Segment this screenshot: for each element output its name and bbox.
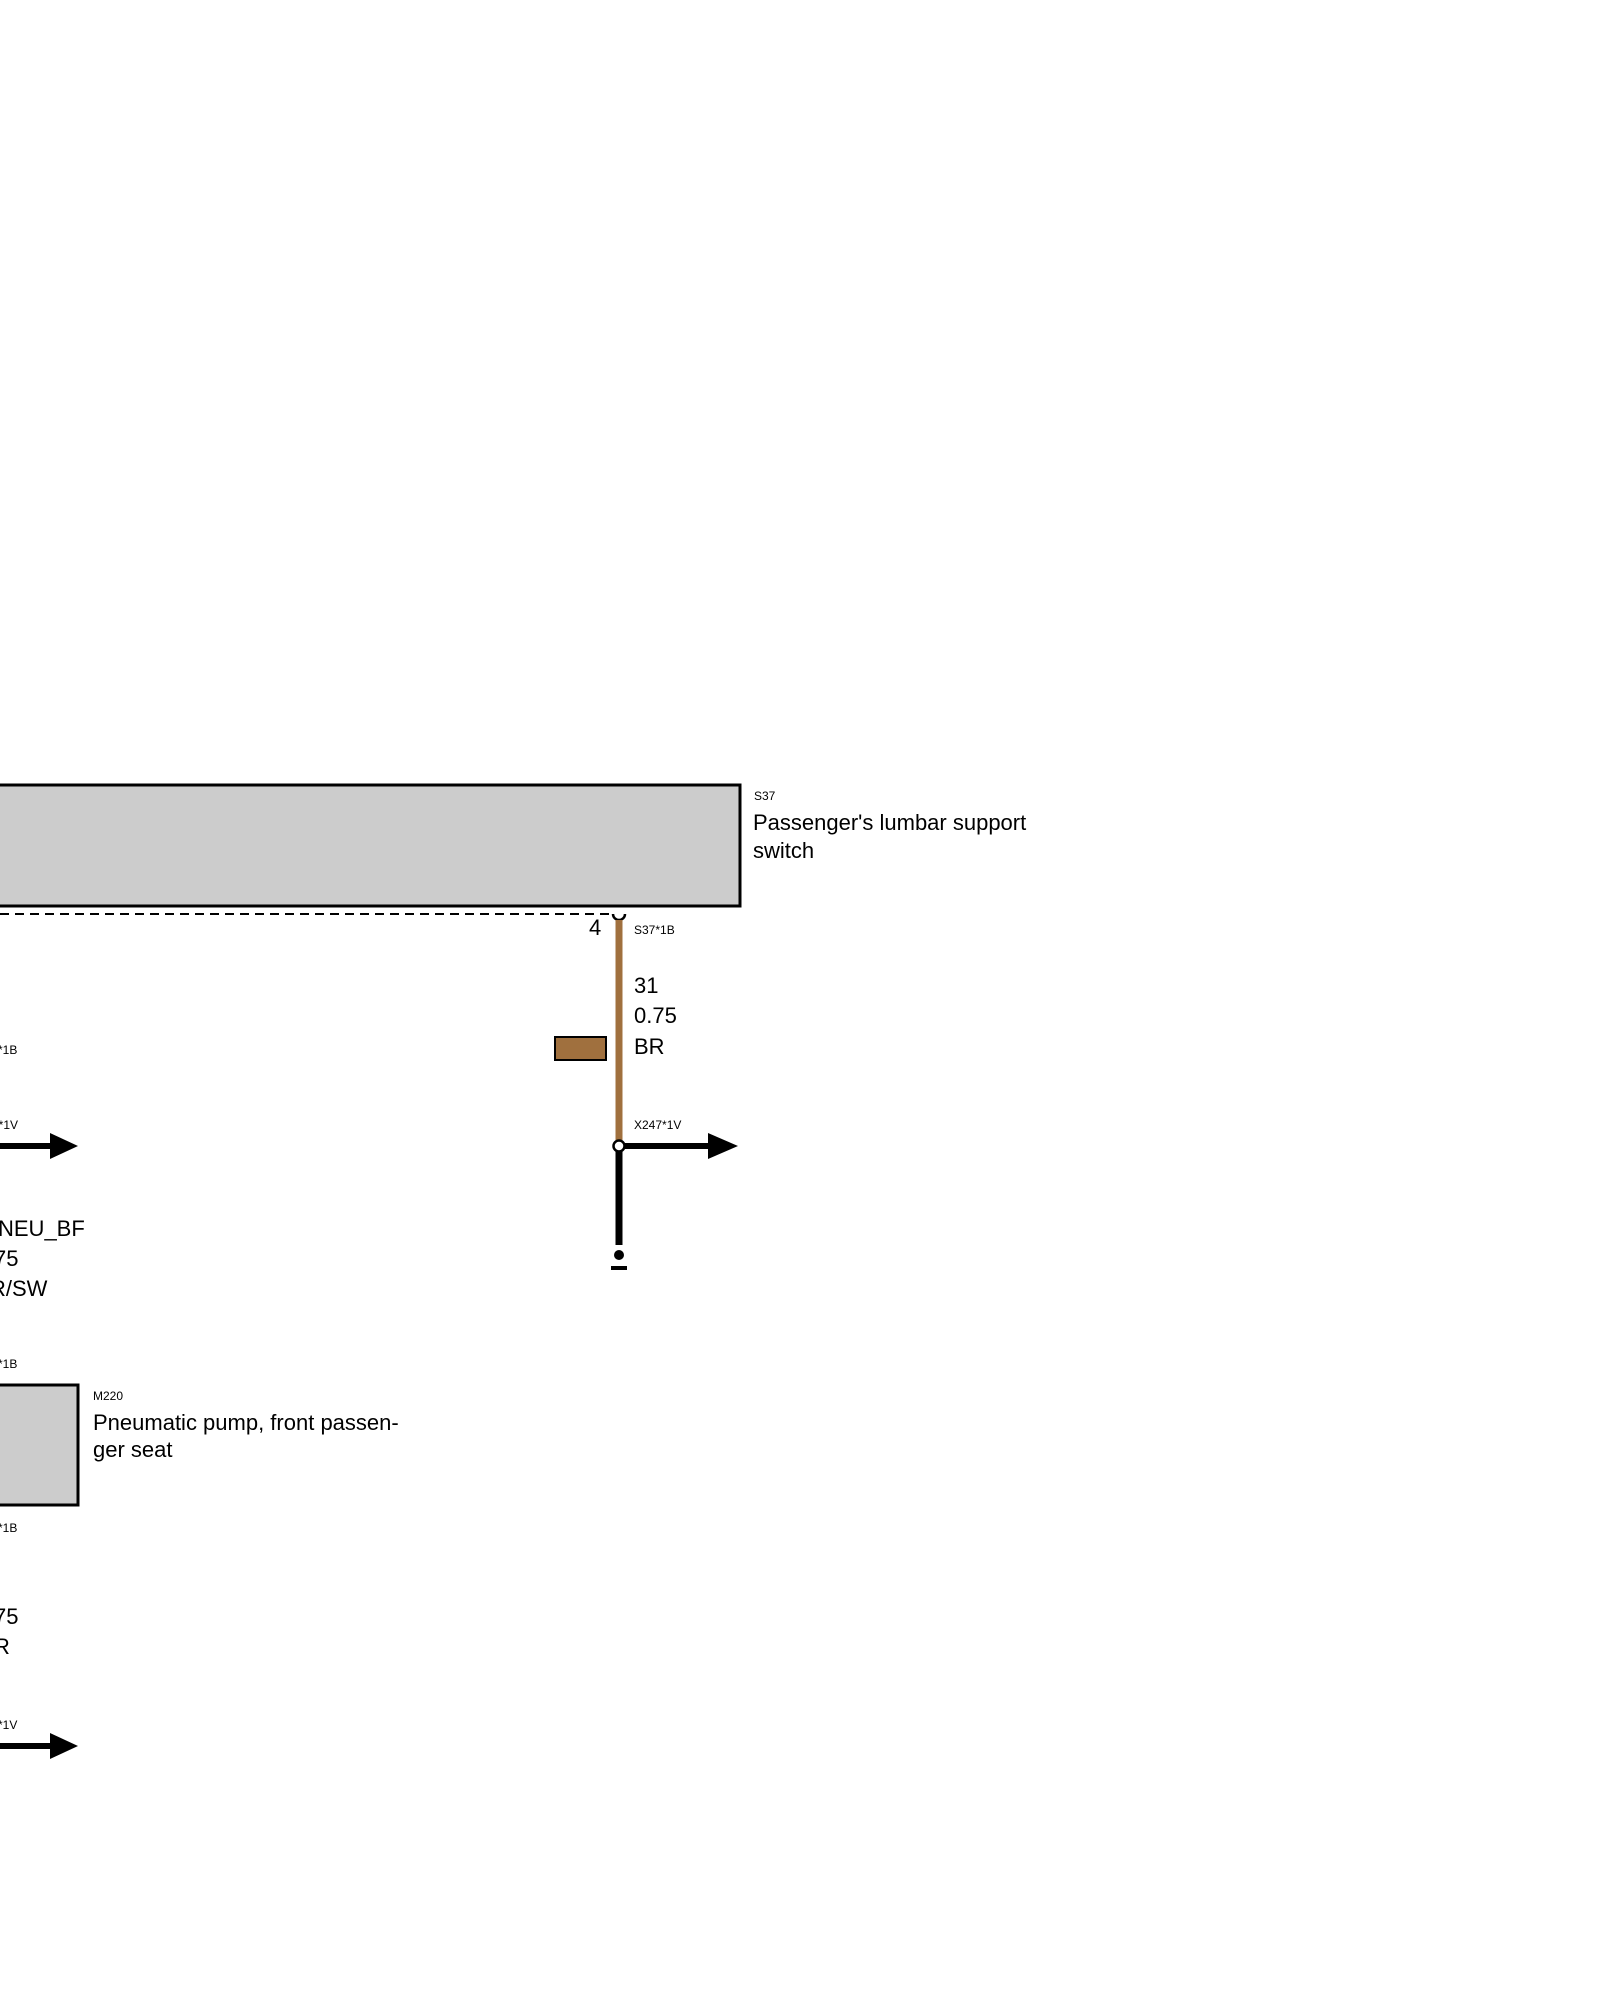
left-connector-top-label: *1B <box>0 1043 17 1057</box>
wire-signal-label: 31 <box>634 973 658 998</box>
m220-name-line1: Pneumatic pump, front passen- <box>93 1410 399 1435</box>
m220-connector-bottom-label: *1B <box>0 1521 17 1535</box>
left-bottom-arrow-icon <box>50 1733 78 1759</box>
m220-name-line2: ger seat <box>93 1437 173 1462</box>
ground-dot <box>614 1250 624 1260</box>
left-wire-cross-section-label: 75 <box>0 1246 18 1271</box>
x247-connector-label: X247*1V <box>634 1118 681 1132</box>
left-wire-signal-label: NEU_BF <box>0 1216 85 1241</box>
left-arrow-icon <box>50 1133 78 1159</box>
x247-arrow-icon <box>708 1133 738 1159</box>
wire-color-swatch <box>554 1036 607 1061</box>
s37-pin-number: 4 <box>589 915 601 940</box>
s37-code: S37 <box>754 789 776 803</box>
s37-pin-terminal <box>611 913 627 922</box>
m220-code: M220 <box>93 1389 123 1403</box>
s37-component-box <box>0 783 742 908</box>
left-bottom-color-code-label: R <box>0 1634 10 1659</box>
m220-connector-top-label: *1B <box>0 1357 17 1371</box>
m220-component-box <box>0 1383 80 1507</box>
left-bottom-connector-label: *1V <box>0 1718 17 1732</box>
splice-node <box>612 1139 626 1153</box>
wire-cross-section-label: 0.75 <box>634 1003 677 1028</box>
left-connector-arrow-label: 7*1V <box>0 1118 18 1132</box>
s37-connector-label: S37*1B <box>634 923 675 937</box>
s37-name-line1: Passenger's lumbar support <box>753 810 1026 835</box>
s37-name-line2: switch <box>753 838 814 863</box>
wire-color-code-label: BR <box>634 1034 665 1059</box>
left-wire-color-code-label: R/SW <box>0 1276 48 1301</box>
left-bottom-cross-section-label: 75 <box>0 1604 18 1629</box>
